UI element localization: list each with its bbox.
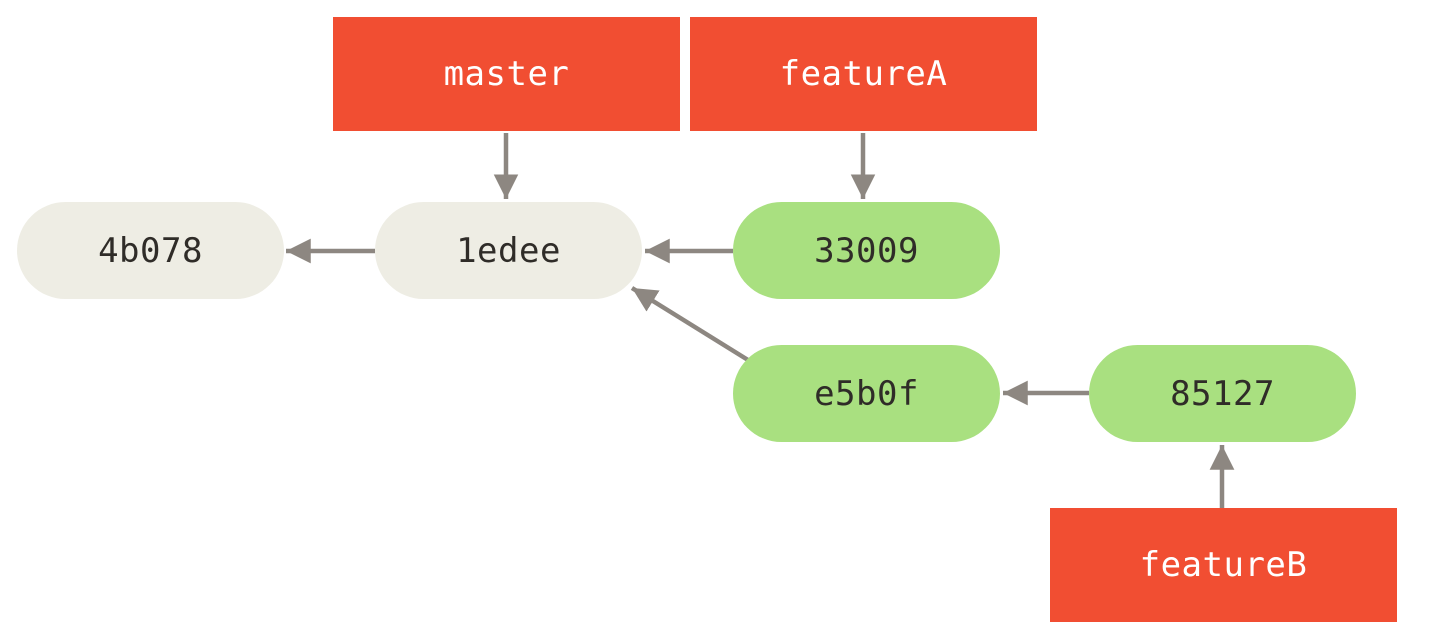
branch-label-featureB: featureB: [1050, 508, 1397, 622]
branch-label-featureA-text: featureA: [779, 54, 948, 94]
commit-node-4b078: 4b078: [17, 202, 284, 299]
commit-hash-4b078: 4b078: [98, 230, 203, 271]
arrow-e5b0f-to-1edee: [630, 286, 750, 362]
branch-label-featureB-text: featureB: [1139, 545, 1308, 585]
commit-hash-1edee: 1edee: [456, 230, 561, 271]
commit-hash-e5b0f: e5b0f: [814, 373, 919, 414]
commit-node-e5b0f: e5b0f: [733, 345, 1000, 442]
branch-label-featureA: featureA: [690, 17, 1037, 131]
commit-node-1edee: 1edee: [375, 202, 642, 299]
commit-hash-33009: 33009: [814, 230, 919, 271]
commit-node-33009: 33009: [733, 202, 1000, 299]
commit-hash-85127: 85127: [1170, 373, 1275, 414]
branch-label-master: master: [333, 17, 680, 131]
commit-node-85127: 85127: [1089, 345, 1356, 442]
branch-label-master-text: master: [443, 54, 570, 94]
